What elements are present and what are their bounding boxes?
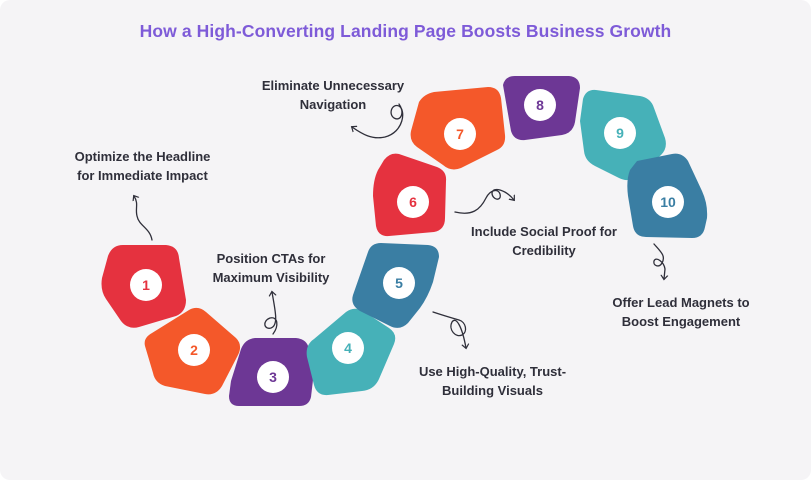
segment-7-number: 7 bbox=[456, 126, 464, 142]
segment-3-badge bbox=[257, 361, 289, 393]
step-7-label: Eliminate Unnecessary Navigation bbox=[261, 78, 405, 112]
segment-4: 4 bbox=[306, 308, 396, 396]
segment-1: 1 bbox=[101, 245, 186, 328]
step-1-label: Optimize the Headline for Immediate Impa… bbox=[74, 149, 211, 183]
segment-3: 3 bbox=[229, 338, 313, 406]
arrow-3 bbox=[264, 292, 278, 335]
segment-6-number: 6 bbox=[409, 194, 417, 210]
step-3-label: Position CTAs for Maximum Visibility bbox=[212, 251, 330, 285]
arrow-7 bbox=[352, 103, 404, 139]
segment-8-badge bbox=[524, 89, 556, 121]
step-5-label: Use High-Quality, Trust- Building Visual… bbox=[418, 364, 567, 398]
segment-2-badge bbox=[178, 334, 210, 366]
segment-1-number: 1 bbox=[142, 277, 150, 293]
segment-6: 6 bbox=[373, 153, 447, 237]
segment-4-badge bbox=[332, 332, 364, 364]
segment-4-number: 4 bbox=[344, 340, 352, 356]
segment-1-badge bbox=[130, 269, 162, 301]
segment-6-badge bbox=[397, 186, 429, 218]
segment-9-badge bbox=[604, 117, 636, 149]
segment-8-number: 8 bbox=[536, 97, 544, 113]
segment-10-number: 10 bbox=[660, 194, 676, 210]
segment-2: 2 bbox=[144, 307, 241, 395]
arrow-1 bbox=[134, 196, 153, 241]
segment-10: 10 bbox=[627, 153, 708, 238]
arrow-10 bbox=[653, 243, 665, 279]
segment-8: 8 bbox=[503, 76, 580, 141]
segment-5-number: 5 bbox=[395, 275, 403, 291]
segment-7: 7 bbox=[410, 87, 506, 170]
page-title: How a High-Converting Landing Page Boost… bbox=[139, 21, 672, 41]
arrow-5 bbox=[432, 311, 466, 348]
segment-9-number: 9 bbox=[616, 125, 624, 141]
segment-2-number: 2 bbox=[190, 342, 198, 358]
step-10-label: Offer Lead Magnets to Boost Engagement bbox=[612, 295, 750, 329]
segment-5-badge bbox=[383, 267, 415, 299]
segment-5: 5 bbox=[352, 243, 439, 328]
segment-3-number: 3 bbox=[269, 369, 277, 385]
arrow-6 bbox=[454, 188, 514, 214]
segment-7-badge bbox=[444, 118, 476, 150]
step-6-label: Include Social Proof for Credibility bbox=[471, 224, 617, 258]
segment-9: 9 bbox=[580, 89, 666, 181]
segment-10-badge bbox=[652, 186, 684, 218]
